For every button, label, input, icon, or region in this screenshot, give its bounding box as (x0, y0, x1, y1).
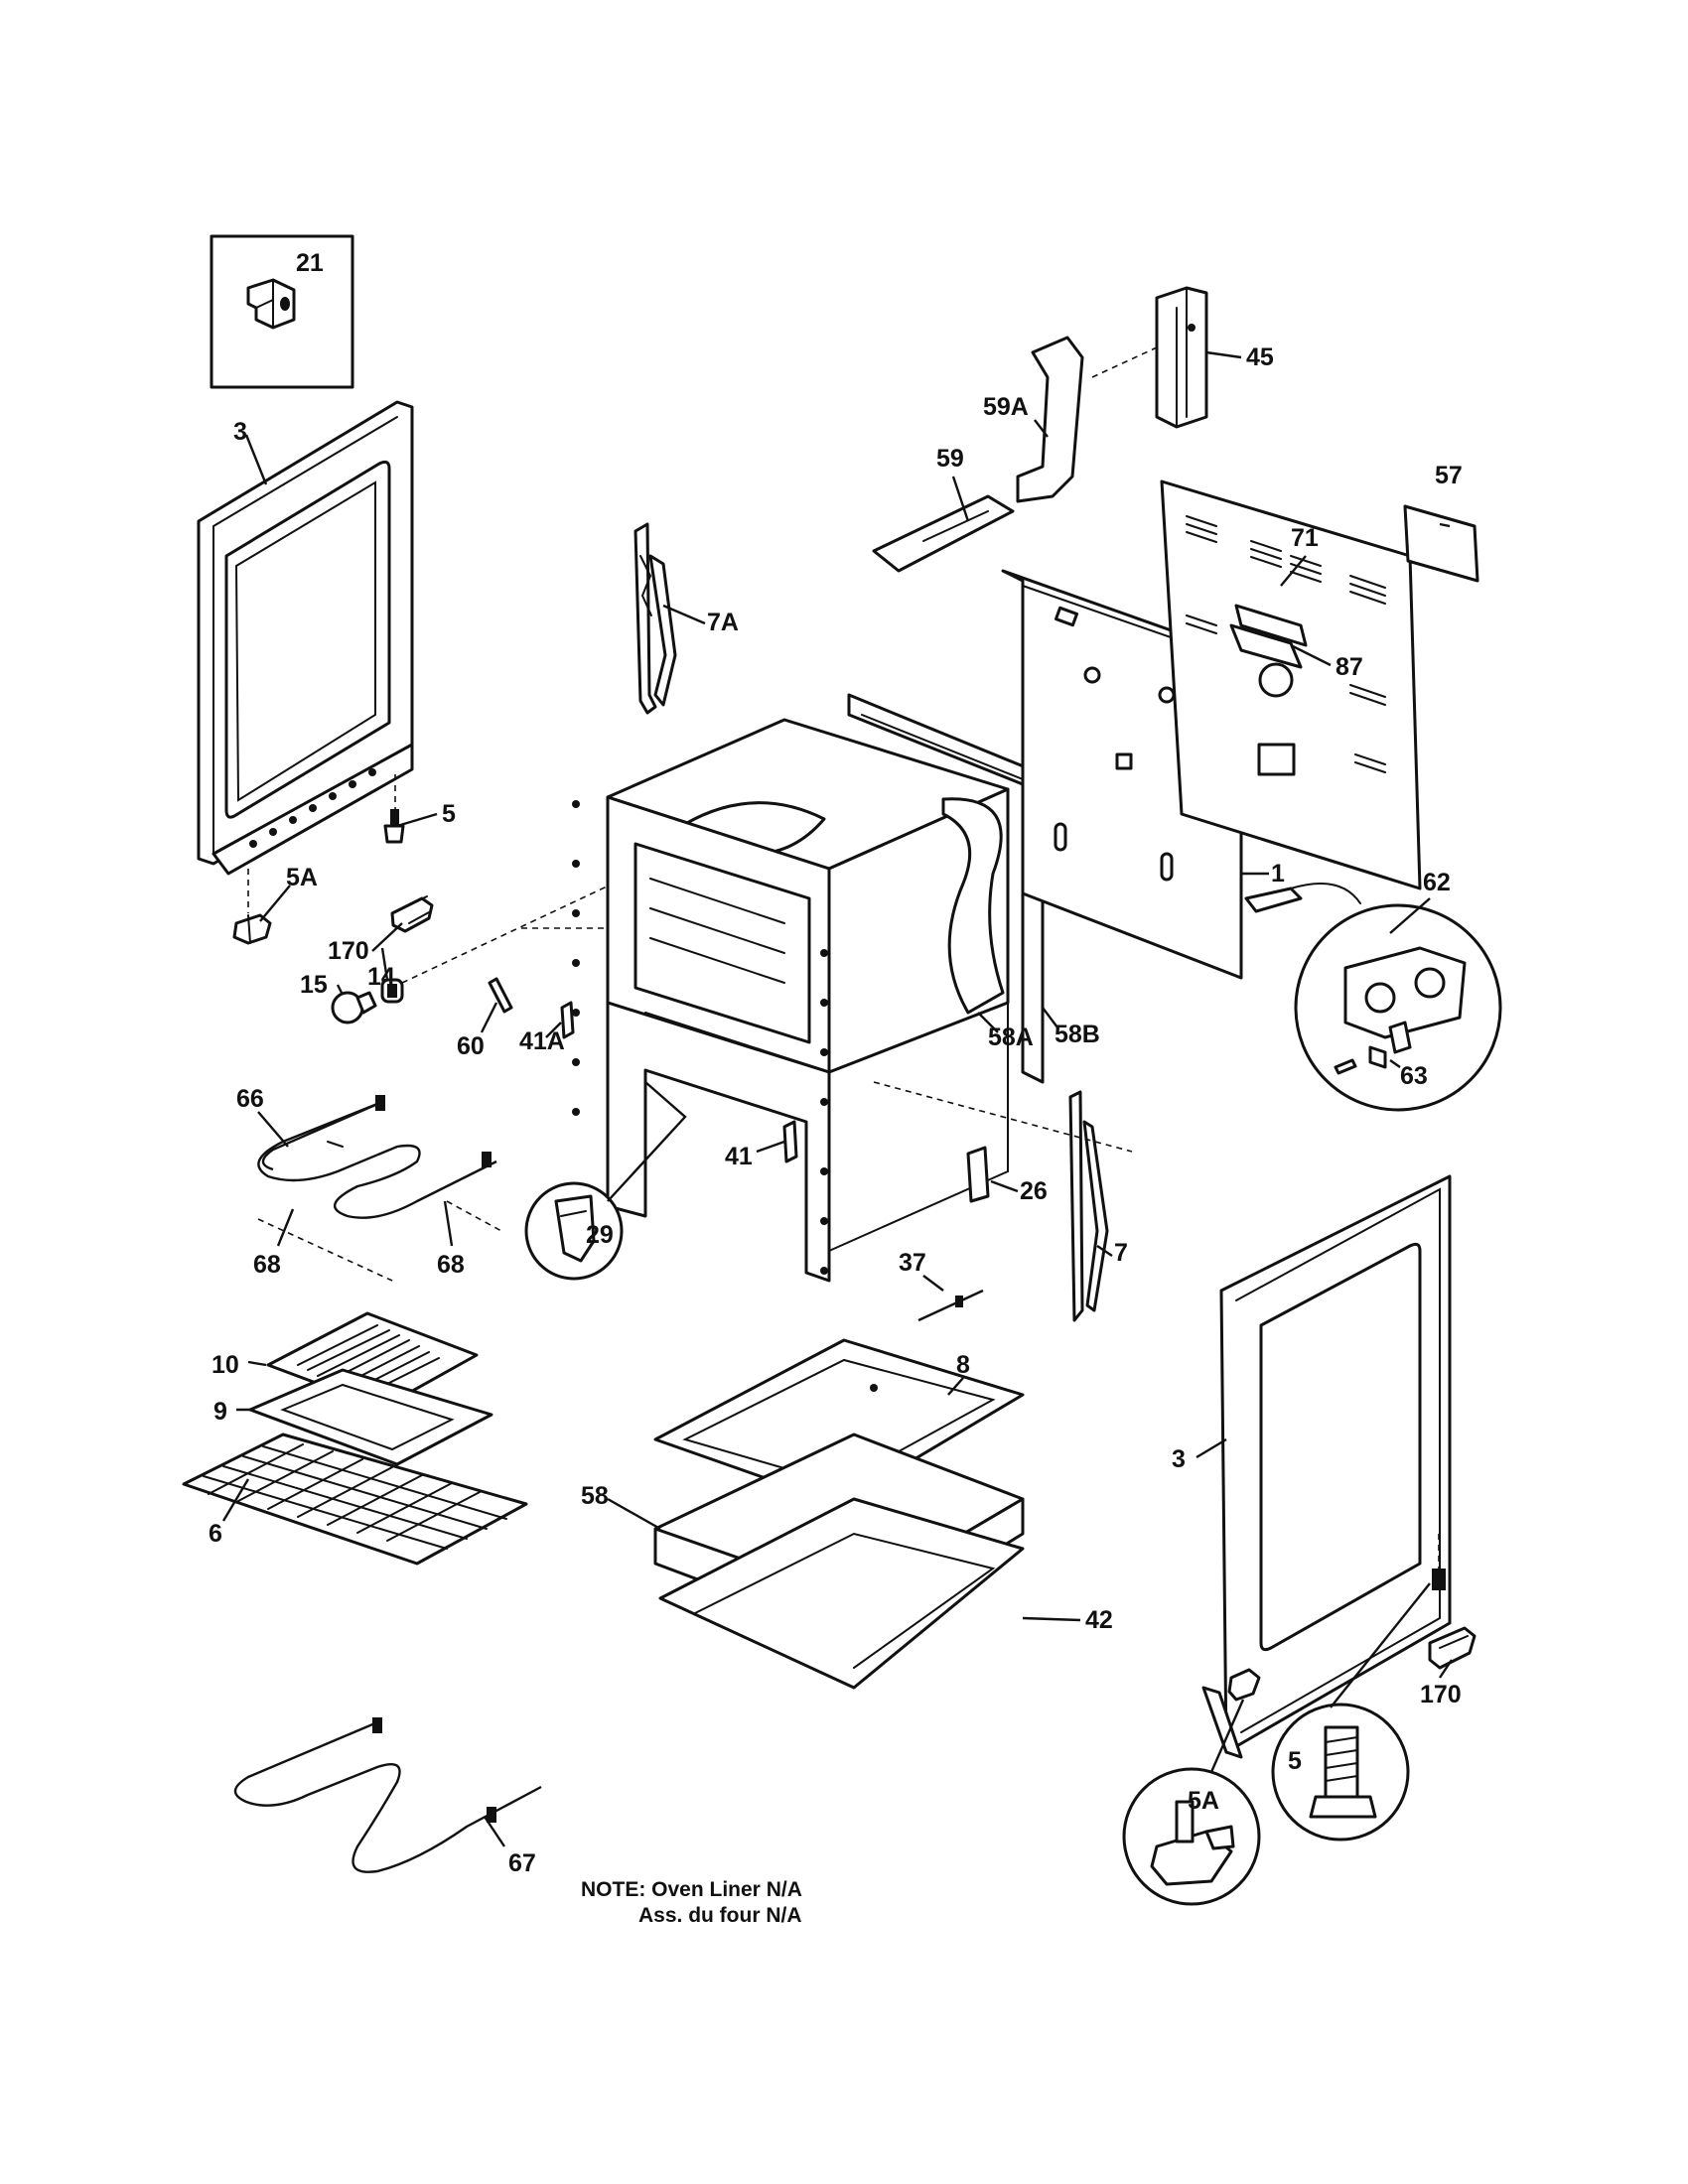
part-26-clip (966, 1146, 990, 1203)
part-71-rear-panel (1160, 479, 1422, 890)
label-71: 71 (1291, 524, 1319, 552)
label-5-right: 5 (1288, 1747, 1302, 1775)
label-9: 9 (213, 1398, 227, 1426)
part-42-bottom-plate (658, 1497, 1025, 1690)
label-6: 6 (209, 1520, 222, 1548)
label-15: 15 (300, 971, 328, 999)
part-60-clip (488, 977, 513, 1014)
label-67: 67 (508, 1849, 536, 1877)
label-62: 62 (1423, 869, 1451, 896)
label-5A-right: 5A (1188, 1787, 1219, 1815)
label-170-right: 170 (1420, 1681, 1462, 1708)
label-7: 7 (1114, 1239, 1128, 1267)
part-3-right-door (1201, 1174, 1452, 1759)
leader-lines (221, 350, 1453, 1847)
part-5A-right-hinge-small (1227, 1668, 1261, 1702)
label-8: 8 (956, 1351, 970, 1379)
part-170-right-bracket (1428, 1626, 1477, 1670)
part-7A-rack-support (633, 522, 677, 715)
note-line-1: NOTE: Oven Liner N/A (581, 1878, 802, 1901)
label-68-right: 68 (437, 1251, 465, 1279)
oven-body (572, 718, 1010, 1283)
label-58A: 58A (988, 1024, 1034, 1051)
label-14: 14 (367, 963, 395, 991)
part-68-right-wire (446, 1200, 502, 1232)
part-63-screw (1334, 1045, 1387, 1075)
part-5-right-leveler-small (1432, 1534, 1446, 1590)
part-15-light-bulb (331, 991, 377, 1024)
label-26: 26 (1020, 1177, 1048, 1205)
label-5A-left: 5A (286, 864, 318, 891)
part-62-terminal-inset (1294, 903, 1502, 1112)
part-41A-bracket (560, 1001, 575, 1039)
part-37-sensor (917, 1289, 984, 1322)
label-57: 57 (1435, 462, 1463, 489)
part-21-knob-inset (210, 234, 354, 389)
label-1: 1 (1271, 860, 1285, 887)
terminal-block (1244, 883, 1361, 913)
label-59A: 59A (983, 393, 1029, 421)
label-59: 59 (936, 445, 964, 473)
part-170-left-bracket (390, 895, 434, 933)
part-5A-left-hinge-foot (232, 869, 272, 945)
part-41-bracket (782, 1120, 798, 1163)
label-5-left: 5 (442, 800, 456, 828)
label-68-left: 68 (253, 1251, 281, 1279)
part-59-vent-trim (872, 494, 1015, 573)
label-21: 21 (296, 249, 324, 277)
part-3-left-door (197, 400, 414, 876)
part-6-oven-rack (182, 1433, 528, 1566)
part-5-right-leveler-inset (1271, 1703, 1410, 1842)
part-68-left-wire (257, 1218, 393, 1282)
part-66-broil-element (257, 1095, 497, 1219)
part-7-rack-support (1068, 1090, 1109, 1322)
part-87-gasket (1229, 623, 1303, 669)
label-42: 42 (1085, 1606, 1113, 1634)
part-67-bake-element (233, 1717, 542, 1873)
label-3-right: 3 (1172, 1445, 1186, 1473)
label-10: 10 (211, 1351, 239, 1379)
label-170-left: 170 (328, 937, 369, 965)
label-58B: 58B (1055, 1021, 1100, 1048)
part-57-plate (1403, 504, 1479, 583)
part-5A-right-hinge-inset (1122, 1767, 1261, 1906)
label-87: 87 (1336, 653, 1363, 681)
label-60: 60 (457, 1032, 485, 1060)
part-9-broil-pan (248, 1368, 493, 1466)
part-59A-vent-duct (1016, 336, 1084, 503)
label-7A: 7A (707, 609, 739, 636)
note-line-2: Ass. du four N/A (638, 1904, 802, 1927)
part-labels: 21 3 5 5A 170 14 15 60 41A 7A 45 59A 59 … (209, 249, 1463, 1877)
label-41A: 41A (519, 1027, 565, 1055)
label-66: 66 (236, 1085, 264, 1113)
label-29: 29 (586, 1221, 614, 1249)
label-58: 58 (581, 1482, 609, 1510)
label-45: 45 (1246, 343, 1274, 371)
oven-liner-note: NOTE: Oven Liner N/A Ass. du four N/A (581, 1878, 802, 1927)
label-37: 37 (899, 1249, 926, 1277)
label-63: 63 (1400, 1062, 1428, 1090)
part-14-light-socket (380, 978, 404, 1004)
label-3-left: 3 (233, 418, 247, 446)
label-41: 41 (725, 1143, 753, 1170)
part-29-inset (524, 1181, 624, 1281)
part-45-duct (1155, 286, 1208, 429)
